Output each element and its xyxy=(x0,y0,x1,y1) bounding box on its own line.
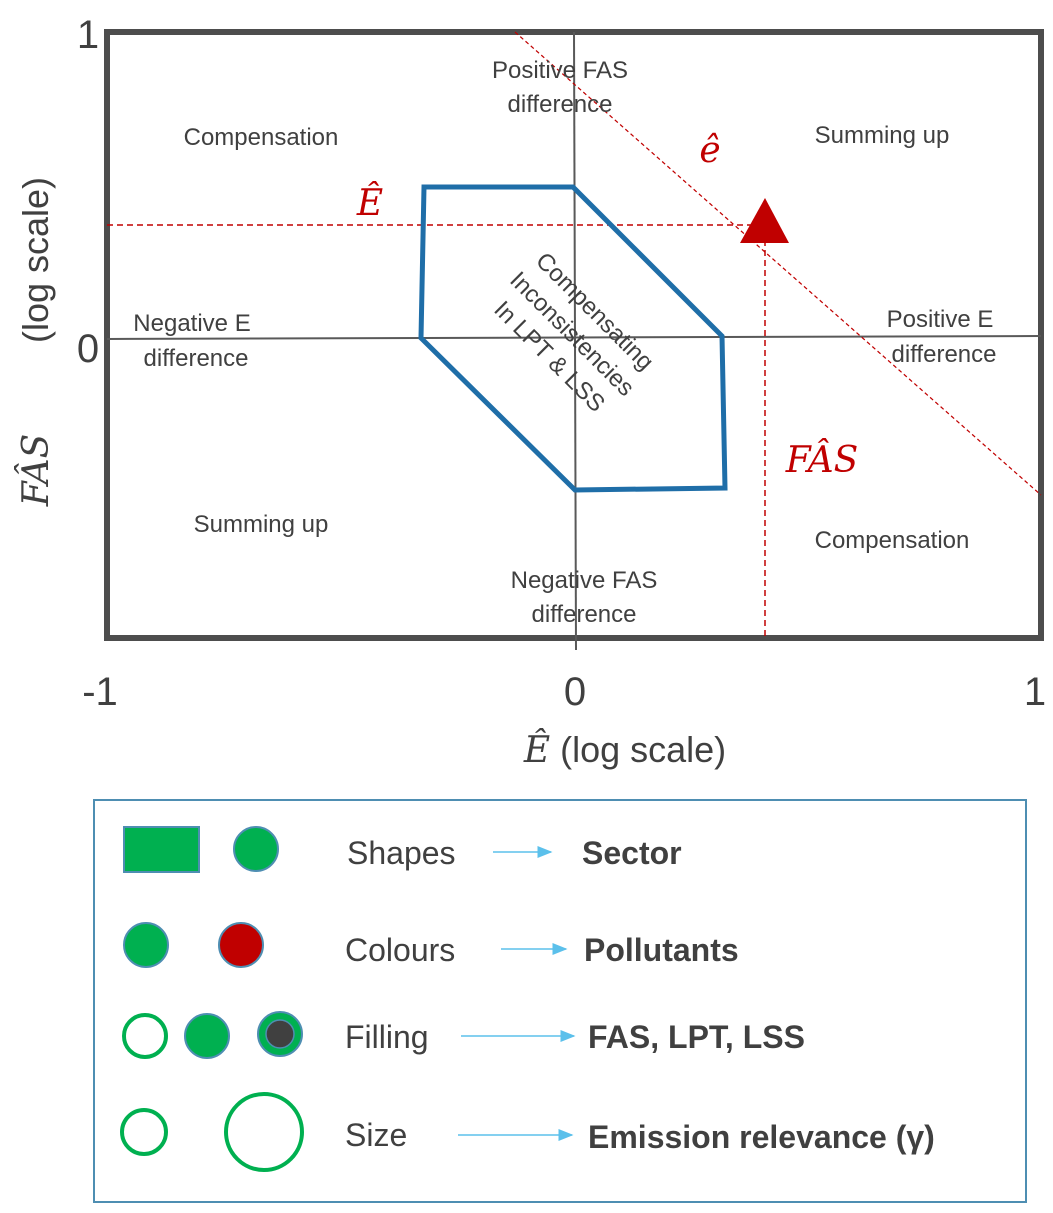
y-tick-1: 1 xyxy=(77,13,99,57)
legend-ringed-circle-inner xyxy=(265,1019,295,1049)
legend-filling-label: Filling xyxy=(345,1019,429,1055)
legend-box xyxy=(93,799,1027,1203)
y-axis-symbol: FÂS xyxy=(15,434,57,508)
x-axis-title: Ê (log scale) xyxy=(523,729,726,771)
legend-small-circle xyxy=(120,1108,168,1156)
legend-shapes-label: Shapes xyxy=(347,835,456,871)
legend-red-circle xyxy=(218,922,264,968)
region-bottom-left-label: Summing up xyxy=(194,511,329,538)
negative-fas-label-line1: Negative FAS xyxy=(511,567,658,594)
legend-shapes-meaning: Sector xyxy=(582,835,682,871)
FAS-hat-annotation: FÂS xyxy=(785,439,859,481)
legend-circle-symbol xyxy=(233,826,279,872)
legend-colours-meaning: Pollutants xyxy=(584,932,739,968)
legend-rectangle-symbol xyxy=(123,826,200,873)
positive-e-label-line2: difference xyxy=(892,341,997,368)
negative-fas-label-line2: difference xyxy=(532,601,637,628)
x-tick-neg1: -1 xyxy=(82,670,118,714)
e-hat-annotation: ê xyxy=(699,130,720,171)
negative-e-label-line1: Negative E xyxy=(133,310,250,337)
negative-e-label-line2: difference xyxy=(144,345,249,372)
legend-colours-label: Colours xyxy=(345,932,455,968)
region-bottom-right-label: Compensation xyxy=(815,527,970,554)
E-hat-annotation: Ê xyxy=(356,182,383,224)
x-tick-1: 1 xyxy=(1024,670,1046,714)
region-top-right-label: Summing up xyxy=(815,122,950,149)
compensating-inconsistencies-polygon xyxy=(418,184,728,493)
positive-e-label-line1: Positive E xyxy=(887,306,994,333)
y-tick-0: 0 xyxy=(77,327,99,371)
legend-green-circle xyxy=(123,922,169,968)
e-hat-diagonal-line xyxy=(514,31,1042,496)
legend-size-meaning: Emission relevance (γ) xyxy=(588,1119,935,1155)
x-axis-symbol: Ê xyxy=(523,729,550,771)
legend-large-circle xyxy=(224,1092,304,1172)
center-rotated-label: Compensating Inconsistencies In LPT & LS… xyxy=(488,247,658,417)
legend-size-label: Size xyxy=(345,1117,407,1153)
y-zero-axis xyxy=(573,31,577,651)
positive-fas-label-line2: difference xyxy=(508,91,613,118)
x-axis-suffix: (log scale) xyxy=(550,729,726,770)
legend-filled-circle xyxy=(184,1013,230,1059)
reference-triangle-marker xyxy=(740,198,789,243)
region-top-left-label: Compensation xyxy=(184,124,339,151)
positive-fas-label-line1: Positive FAS xyxy=(492,57,628,84)
legend-filling-meaning: FAS, LPT, LSS xyxy=(588,1019,805,1055)
x-tick-0: 0 xyxy=(564,670,586,714)
legend-hollow-circle xyxy=(122,1013,168,1059)
y-axis-suffix: (log scale) xyxy=(15,177,56,343)
y-axis-title: FÂS (log scale) xyxy=(15,177,57,507)
